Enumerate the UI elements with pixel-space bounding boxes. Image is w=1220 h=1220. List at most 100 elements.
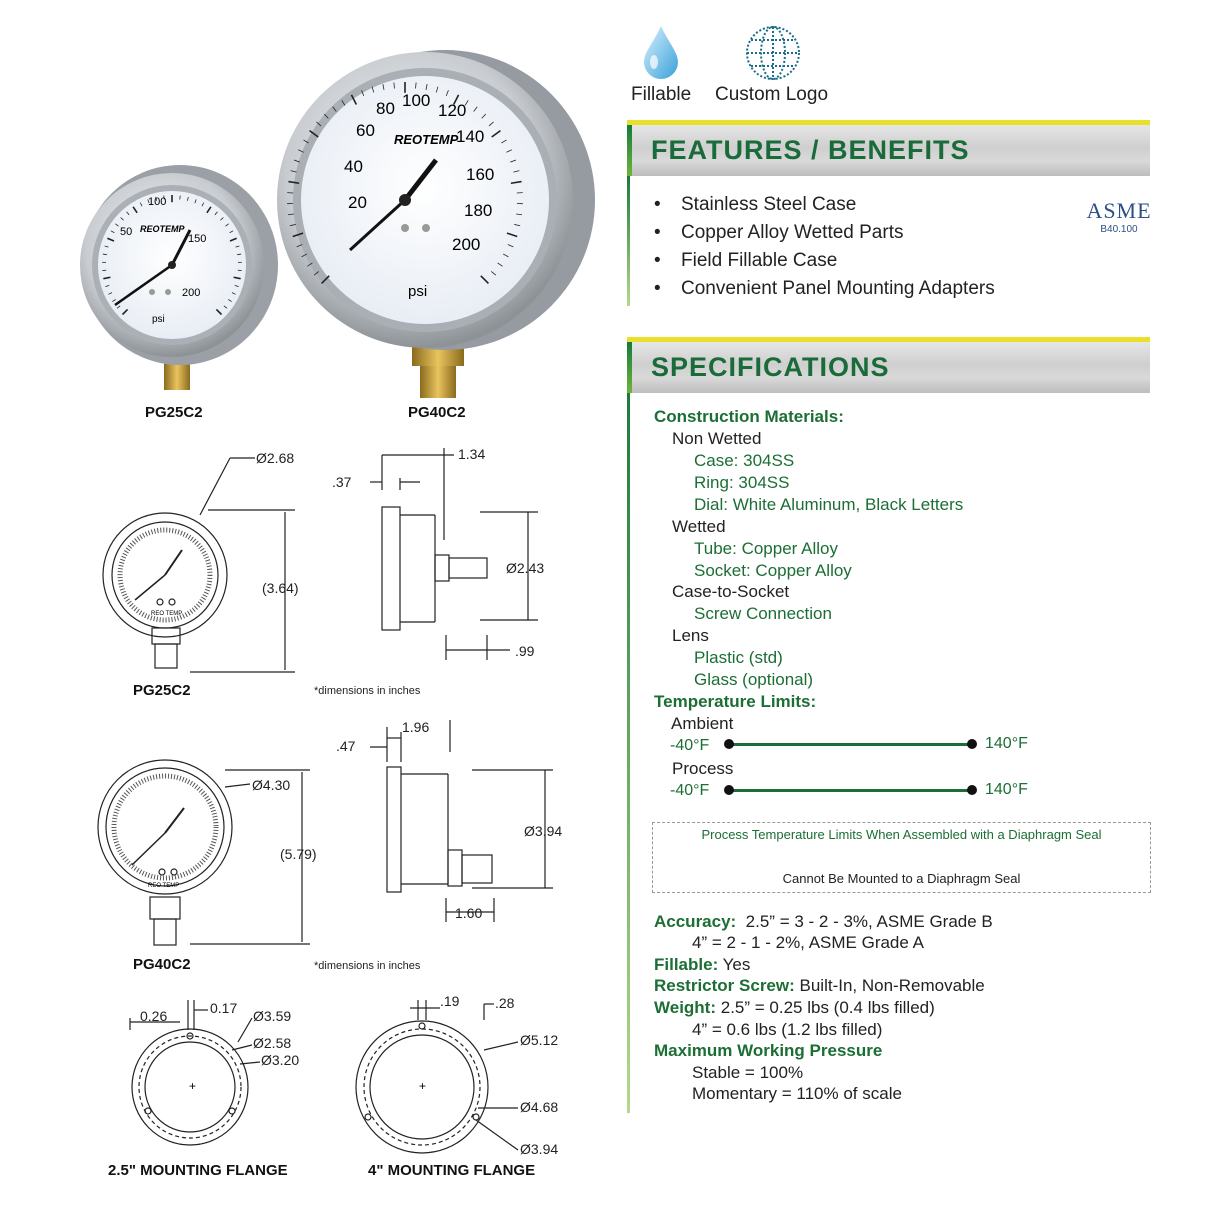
dimension-drawing-pg25: Ø2.68 (3.64) 1.34 .37 Ø2.43 .99 REO TEMP bbox=[102, 446, 544, 673]
spec-line: Tube: Copper Alloy bbox=[694, 539, 838, 558]
dial-tick bbox=[481, 113, 487, 119]
dial-tick bbox=[103, 276, 111, 280]
dim-depth: 1.34 bbox=[458, 446, 485, 462]
dial-tick bbox=[215, 308, 223, 316]
temp-ambient-label: Ambient bbox=[671, 714, 734, 733]
spec-fillable: Fillable: Yes bbox=[654, 955, 751, 974]
dial-tick bbox=[201, 202, 205, 207]
dim-back-dia: Ø2.43 bbox=[506, 560, 544, 576]
dial-num: 20 bbox=[348, 193, 367, 212]
spec-weight: Weight: 2.5” = 0.25 lbs (0.4 lbs filled) bbox=[654, 998, 935, 1017]
dial-tick bbox=[220, 217, 224, 221]
drawing-brand: REO TEMP bbox=[151, 611, 182, 617]
dial-tick bbox=[229, 230, 234, 234]
gauge-photo-pg40c2: 20 40 60 80 100 120 140 160 180 200 REOT… bbox=[277, 50, 595, 398]
dial-tick bbox=[510, 159, 517, 163]
dial-tick bbox=[361, 90, 365, 97]
flange40-dim: Ø4.68 bbox=[520, 1099, 558, 1115]
flange-25-title: 2.5" MOUNTING FLANGE bbox=[108, 1162, 288, 1179]
dial-tick bbox=[323, 113, 329, 119]
temp-process-min: -40°F bbox=[670, 782, 710, 799]
dial-tick bbox=[307, 262, 313, 267]
dial-num: 40 bbox=[344, 157, 363, 176]
spec-line: Wetted bbox=[672, 517, 726, 536]
features-banner: FEATURES / BENEFITS bbox=[627, 120, 1150, 176]
temp-process-label: Process bbox=[672, 759, 734, 778]
dial-tick bbox=[292, 232, 304, 238]
dial-tick bbox=[296, 244, 303, 248]
dial-tick bbox=[393, 82, 395, 89]
dim-back-dia: Ø3.94 bbox=[524, 823, 562, 839]
dial-tick bbox=[301, 253, 308, 258]
specifications-title: SPECIFICATIONS bbox=[651, 352, 890, 382]
dial-brand: REOTEMP bbox=[394, 132, 459, 147]
dial-tick bbox=[303, 139, 309, 144]
temp-process-max: 140°F bbox=[985, 781, 1028, 798]
dial-tick bbox=[491, 271, 497, 276]
dial-num: 60 bbox=[356, 121, 375, 140]
dial-tick bbox=[139, 202, 143, 207]
dial-tick bbox=[415, 82, 417, 89]
spec-line: Ring: 304SS bbox=[694, 473, 790, 492]
dial-ticks-large bbox=[287, 82, 523, 285]
dim-height: (5.79) bbox=[280, 846, 317, 862]
dial-tick bbox=[231, 292, 236, 295]
dial-num: 180 bbox=[464, 201, 492, 220]
dial-tick bbox=[105, 285, 110, 288]
water-drop-icon bbox=[644, 26, 678, 79]
dial-tick bbox=[316, 121, 322, 127]
product-photos: 50 100 150 200 REOTEMP psi 20 40 60 80 1… bbox=[80, 50, 595, 398]
flange40-dim: Ø5.12 bbox=[520, 1032, 558, 1048]
spec-mwp-stable: Stable = 100% bbox=[692, 1063, 804, 1082]
flange40-dim: .28 bbox=[495, 995, 515, 1011]
custom-logo-icon-label: Custom Logo bbox=[715, 84, 829, 105]
dial-tick bbox=[516, 213, 523, 216]
dial-tick bbox=[155, 196, 157, 201]
dimensions-note-pg25: *dimensions in inches bbox=[314, 685, 421, 697]
dial-tick bbox=[194, 199, 197, 204]
dial-tick bbox=[341, 100, 346, 106]
svg-text:+: + bbox=[419, 1079, 426, 1093]
dial-tick bbox=[313, 271, 319, 276]
flange25-dim: Ø3.20 bbox=[261, 1052, 299, 1068]
flange25-dim: 0.26 bbox=[140, 1008, 167, 1024]
feature-item: •Field Fillable Case bbox=[654, 250, 838, 271]
dial-num: 150 bbox=[188, 233, 206, 245]
flange-40-title: 4" MOUNTING FLANGE bbox=[368, 1162, 536, 1179]
dial-tick bbox=[235, 245, 240, 248]
dim-stem: 1.60 bbox=[455, 905, 482, 921]
spec-accuracy-4: 4” = 2 - 1 - 2%, ASME Grade A bbox=[692, 933, 924, 952]
dial-num: 100 bbox=[402, 91, 430, 110]
dim-lens: .37 bbox=[332, 474, 352, 490]
spec-line: Screw Connection bbox=[694, 604, 832, 623]
flange25-dim: 0.17 bbox=[210, 1000, 237, 1016]
dial-tick bbox=[293, 159, 300, 163]
dial-tick bbox=[121, 308, 129, 316]
dim-depth: 1.96 bbox=[402, 719, 429, 735]
spec-line: Lens bbox=[672, 626, 709, 645]
dial-num: 80 bbox=[376, 99, 395, 118]
model-label-pg25: PG25C2 bbox=[145, 404, 203, 421]
spec-line: Dial: White Aluminum, Black Letters bbox=[694, 495, 964, 514]
dial-unit: psi bbox=[152, 314, 165, 325]
dial-tick bbox=[510, 180, 522, 185]
spec-weight-4: 4” = 0.6 lbs (1.2 lbs filled) bbox=[692, 1020, 883, 1039]
spec-mwp-momentary: Momentary = 110% of scale bbox=[692, 1084, 902, 1103]
drawing-brand: REO TEMP bbox=[148, 883, 179, 889]
dial-num: 100 bbox=[148, 196, 166, 208]
spec-line: Socket: Copper Alloy bbox=[694, 561, 852, 580]
feature-item: •Copper Alloy Wetted Parts bbox=[654, 222, 904, 243]
dial-tick bbox=[206, 206, 212, 214]
spec-restrictor: Restrictor Screw: Built-In, Non-Removabl… bbox=[654, 976, 985, 995]
specifications-banner: SPECIFICATIONS bbox=[627, 337, 1150, 393]
temp-ambient-min: -40°F bbox=[670, 737, 710, 754]
svg-text:+: + bbox=[189, 1079, 196, 1093]
dial-tick bbox=[115, 223, 119, 227]
dial-tick bbox=[506, 149, 512, 153]
dim-lens: .47 bbox=[336, 738, 356, 754]
dial-tick bbox=[445, 90, 449, 97]
dial-tick bbox=[452, 94, 460, 105]
dial-tick bbox=[107, 237, 115, 242]
dial-tick bbox=[287, 213, 294, 216]
diaphragm-seal-box: Process Temperature Limits When Assemble… bbox=[652, 822, 1151, 893]
